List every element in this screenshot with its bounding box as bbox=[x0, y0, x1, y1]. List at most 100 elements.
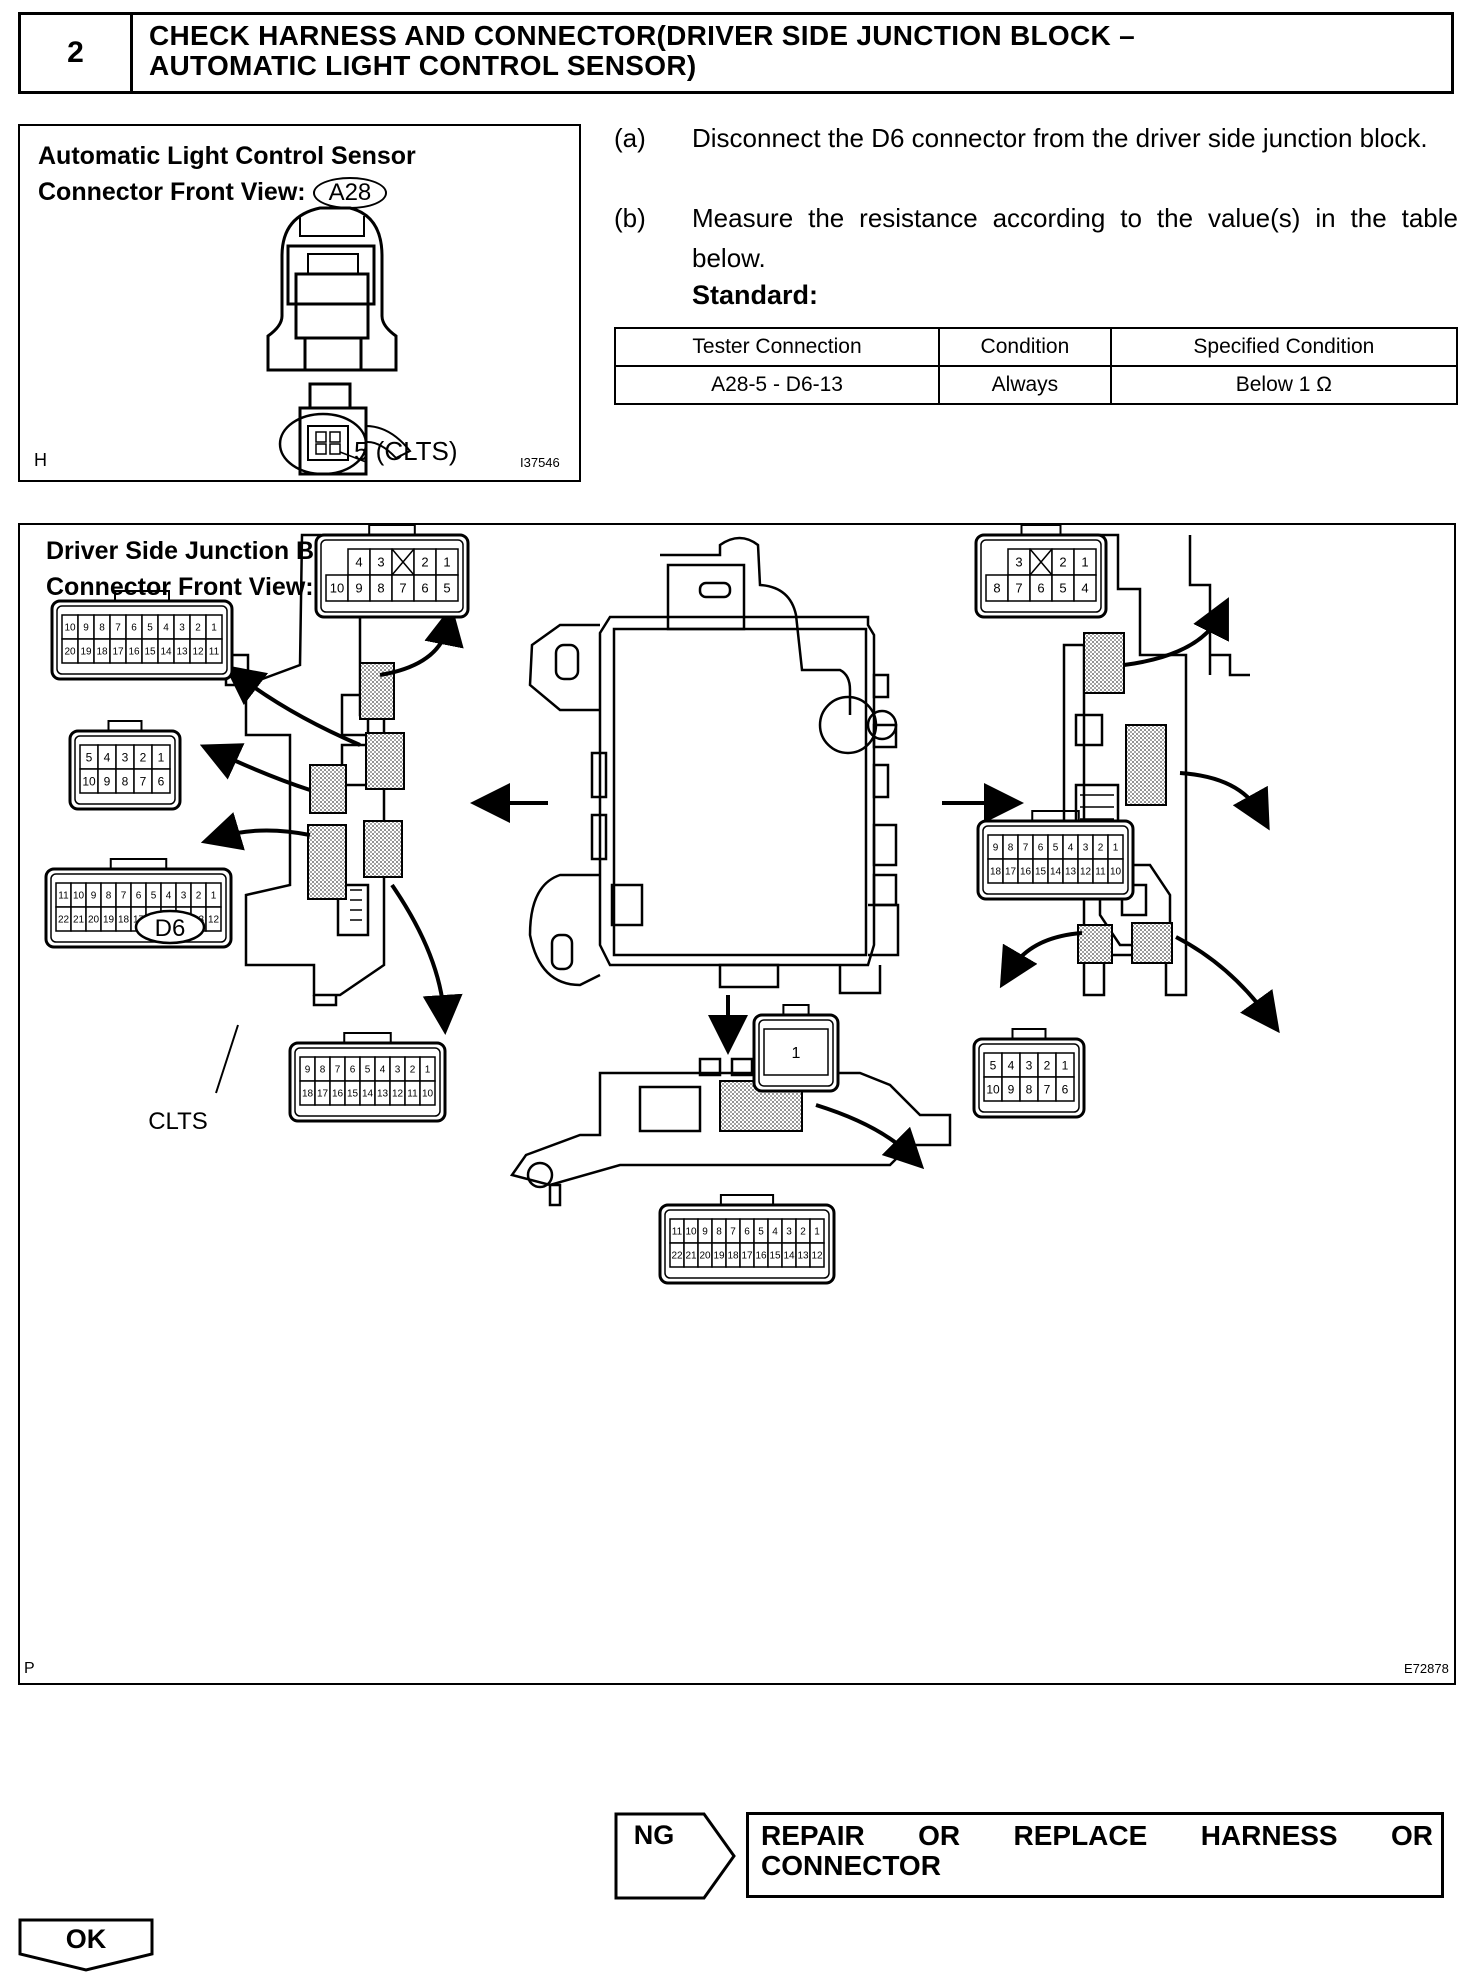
left-socket-2 bbox=[365, 732, 405, 790]
sensor-title-line2: Connector Front View: A28 bbox=[38, 174, 416, 210]
connector-pin-number: 20 bbox=[699, 1251, 711, 1262]
sensor-corner-letter: H bbox=[34, 450, 47, 470]
connector-pin-number: 7 bbox=[115, 623, 121, 634]
connector-latch bbox=[343, 1032, 392, 1043]
connector-pin-number: 12 bbox=[1080, 867, 1092, 878]
connector-pin-number: 22 bbox=[671, 1251, 683, 1262]
procedure-text-a: Disconnect the D6 connector from the dri… bbox=[692, 123, 1428, 153]
connector-pin-number: 1 bbox=[792, 1045, 801, 1062]
connector-pin-number: 8 bbox=[1026, 1082, 1033, 1096]
connector-pin-number: 19 bbox=[80, 647, 92, 658]
connector-pin-cell bbox=[419, 1080, 436, 1106]
connector-inner-outline bbox=[758, 1019, 834, 1087]
connector-pin-number: 6 bbox=[1038, 843, 1044, 854]
standard-label: Standard: bbox=[692, 280, 819, 310]
connector-pin-number: 4 bbox=[772, 1227, 778, 1238]
spec-table: Tester Connection Condition Specified Co… bbox=[613, 327, 1459, 405]
connector-pin-number: 1 bbox=[211, 891, 217, 902]
connector-pin-number: 1 bbox=[1062, 1058, 1069, 1072]
callout-arrows bbox=[199, 597, 1280, 1170]
connector-pin-number: 18 bbox=[990, 867, 1002, 878]
connector-pin-number: 7 bbox=[1015, 581, 1022, 596]
ng-action-word: OR bbox=[1391, 1820, 1433, 1851]
sensor-connector-figure: Automatic Light Control Sensor Connector… bbox=[18, 124, 581, 482]
connector-pin-number: 2 bbox=[410, 1065, 416, 1076]
connector-pin-number: 17 bbox=[112, 647, 124, 658]
sensor-connector-drawing: 5 (CLTS) H I37546 bbox=[34, 206, 560, 476]
connector-latch bbox=[782, 1004, 810, 1015]
connector-pin-cell bbox=[763, 1028, 829, 1076]
connector-pin-number: 15 bbox=[347, 1089, 359, 1100]
junction-figure-id: E72878 bbox=[1404, 1661, 1449, 1676]
connector-pin-number: 1 bbox=[158, 750, 165, 764]
connector-pin-number: 7 bbox=[140, 774, 147, 788]
connector-pin-number: 14 bbox=[1050, 867, 1062, 878]
connector-pin-number: 4 bbox=[1081, 581, 1088, 596]
connector-pin-number: 5 bbox=[990, 1058, 997, 1072]
center-junction-block bbox=[528, 536, 900, 995]
connector-pin-number: 3 bbox=[1015, 555, 1022, 570]
connector-pin-number: 4 bbox=[355, 555, 362, 570]
connector-pin-number: 13 bbox=[377, 1089, 389, 1100]
junction-block-figure: Driver Side Junction Block Connector Fro… bbox=[18, 523, 1456, 1685]
connector-pin-number: 2 bbox=[1098, 843, 1104, 854]
junction-corner-letter: P bbox=[24, 1660, 35, 1677]
connector-pin-cell bbox=[435, 574, 459, 602]
connector-pin-number: 11 bbox=[58, 891, 69, 902]
connector-pin-number: 17 bbox=[1005, 867, 1017, 878]
connector-pin-cell bbox=[205, 638, 223, 664]
connector-pin-number: 8 bbox=[122, 774, 129, 788]
connector-pin-number: 10 bbox=[1110, 867, 1122, 878]
connector-pin-number: 18 bbox=[118, 915, 130, 926]
spec-table-cell: A28-5 - D6-13 bbox=[613, 365, 941, 405]
connector-pin-number: 17 bbox=[317, 1089, 329, 1100]
step-number: 2 bbox=[21, 15, 133, 91]
ok-label: OK bbox=[66, 1924, 107, 1954]
clts-pointer-line bbox=[215, 1024, 239, 1094]
connector-pin-number: 5 bbox=[758, 1227, 764, 1238]
connector-inner-outline bbox=[50, 873, 227, 943]
connector-pin-number: 5 bbox=[1059, 581, 1066, 596]
connector-inner-outline bbox=[978, 1043, 1080, 1113]
connector-pin-number: 10 bbox=[64, 623, 76, 634]
connector-pin-number: 4 bbox=[1068, 843, 1074, 854]
connector-pin-number: 6 bbox=[421, 581, 428, 596]
connector-pin-number: 9 bbox=[104, 774, 111, 788]
connector-pin-number: 15 bbox=[144, 647, 156, 658]
connector-pin-number: 12 bbox=[392, 1089, 404, 1100]
connector-pin-number: 19 bbox=[713, 1251, 725, 1262]
connector-pin-number: 1 bbox=[443, 555, 450, 570]
ng-action-box: REPAIR OR REPLACE HARNESS OR CONNECTOR bbox=[746, 1812, 1444, 1898]
connector-pin-number: 9 bbox=[83, 623, 89, 634]
connector-pin-number: 8 bbox=[320, 1065, 326, 1076]
connector-pin-number: 9 bbox=[91, 891, 97, 902]
spec-table-header: Condition bbox=[938, 327, 1112, 367]
connector-pin-number: 2 bbox=[140, 750, 147, 764]
connector-latch bbox=[368, 525, 416, 535]
connector-pin-number: 3 bbox=[395, 1065, 401, 1076]
connector-pin-number: 3 bbox=[1083, 843, 1089, 854]
connector-inner-outline bbox=[982, 825, 1129, 895]
connector-pin-number: 16 bbox=[1020, 867, 1032, 878]
connector-inner-outline bbox=[294, 1047, 441, 1117]
connector-latch bbox=[114, 590, 170, 601]
connector-pin-number: 16 bbox=[128, 647, 140, 658]
spec-table-header: Tester Connection bbox=[613, 327, 941, 367]
connector-pin-number: 18 bbox=[96, 647, 108, 658]
connector-inner-outline bbox=[74, 735, 176, 805]
ng-action-word: REPAIR bbox=[761, 1820, 865, 1851]
connector-pin-number: 13 bbox=[797, 1251, 809, 1262]
connector-pin-number: 3 bbox=[179, 623, 185, 634]
step-header: 2 CHECK HARNESS AND CONNECTOR(DRIVER SID… bbox=[18, 12, 1454, 94]
connector-pin-number: 4 bbox=[104, 750, 111, 764]
connector-pin-cell bbox=[205, 906, 222, 932]
connector-latch bbox=[107, 720, 143, 731]
connector-pin-number: 16 bbox=[332, 1089, 344, 1100]
connector-pin-number: 3 bbox=[1026, 1058, 1033, 1072]
connector-pin-number: 3 bbox=[181, 891, 187, 902]
connector-latch bbox=[719, 1194, 775, 1205]
junction-title-line1: Driver Side Junction Block bbox=[46, 537, 365, 565]
